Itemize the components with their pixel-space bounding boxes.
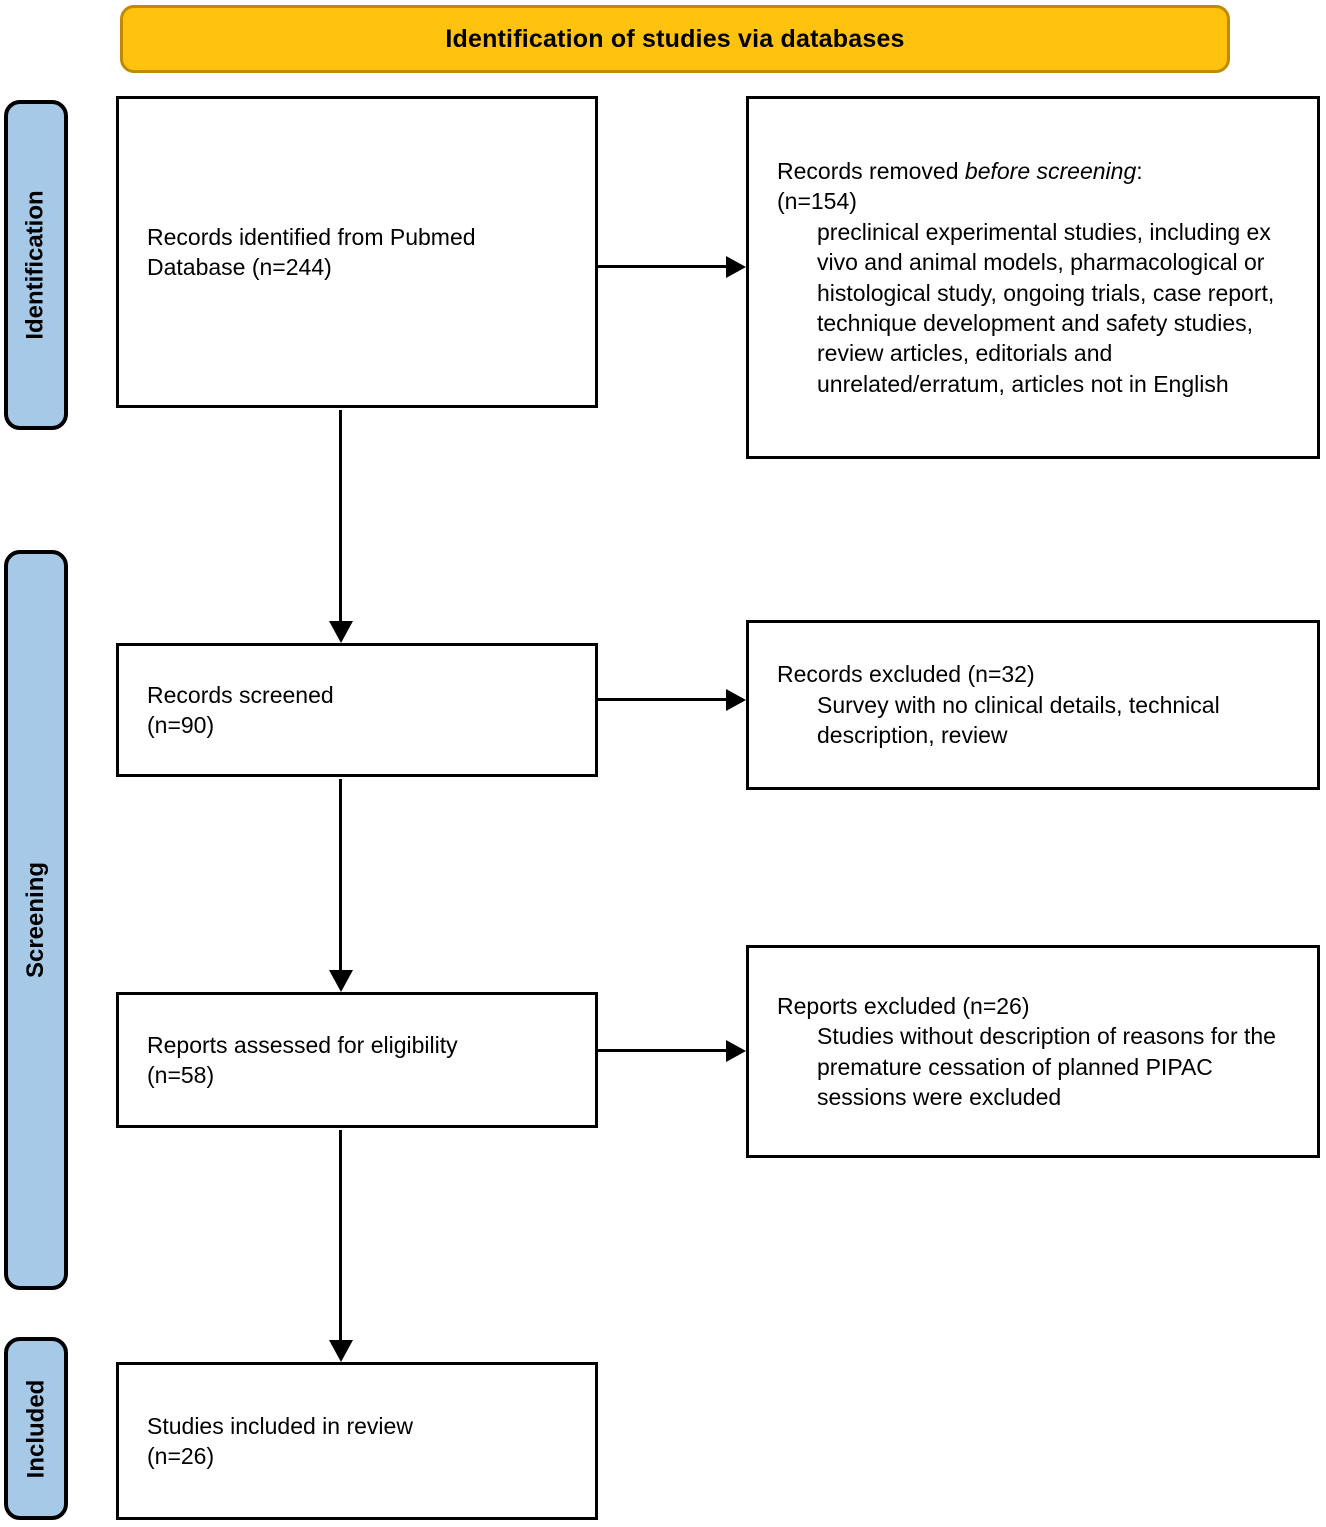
box-records-excluded-heading: Records excluded (n=32) [777,661,1035,688]
box-records-removed-heading-italic: before screening [964,158,1137,185]
diagram-header-banner: Identification of studies via databases [120,5,1230,73]
stage-label-included: Included [4,1337,68,1520]
box-records-screened-line1: Records screened [147,681,334,708]
box-records-removed-reasons: preclinical experimental studies, includ… [817,218,1275,397]
box-reports-excluded: Reports excluded (n=26) Studies without … [746,945,1320,1158]
box-records-excluded-content: Records excluded (n=32) Survey with no c… [749,659,1317,750]
arrow-shaft [339,410,342,621]
arrow-head-down-icon [329,1340,353,1362]
stage-label-screening-text: Screening [22,861,50,979]
arrow-shaft [598,1049,726,1052]
box-records-removed-heading-suffix: : [1136,158,1143,185]
box-records-identified-content: Records identified from Pubmed Database … [119,222,595,283]
box-records-removed-count: (n=154) [777,188,857,215]
box-studies-included-content: Studies included in review (n=26) [119,1411,595,1472]
box-reports-excluded-content: Reports excluded (n=26) Studies without … [749,991,1317,1112]
banner-title: Identification of studies via databases [445,24,905,53]
box-studies-included-line1: Studies included in review [147,1412,413,1439]
box-records-excluded: Records excluded (n=32) Survey with no c… [746,620,1320,790]
box-records-removed-content: Records removed before screening: (n=154… [749,156,1317,399]
arrow-shaft [598,698,726,701]
box-reports-excluded-reasons: Studies without description of reasons f… [817,1023,1276,1110]
arrow-shaft [339,779,342,970]
box-reports-assessed-eligibility: Reports assessed for eligibility (n=58) [116,992,598,1128]
box-reports-assessed-eligibility-line2: (n=58) [147,1062,215,1088]
box-reports-assessed-eligibility-content: Reports assessed for eligibility (n=58) [119,1030,595,1091]
stage-label-identification: Identification [4,100,68,430]
arrow-head-down-icon [329,970,353,992]
box-records-identified-line1: Records identified from Pubmed [147,223,476,250]
stage-label-identification-text: Identification [22,190,49,340]
box-records-excluded-reasons: Survey with no clinical details, technic… [817,691,1220,749]
box-studies-included: Studies included in review (n=26) [116,1362,598,1520]
arrow-identified-to-removed [598,256,746,278]
arrow-head-right-icon [726,256,746,278]
box-records-removed: Records removed before screening: (n=154… [746,96,1320,459]
box-reports-assessed-eligibility-line1: Reports assessed for eligibility [147,1031,458,1058]
arrow-screened-to-eligibility [329,779,353,992]
box-records-screened-line2: (n=90) [147,712,215,738]
box-records-identified-line2: Database (n=244) [147,254,332,280]
box-records-screened: Records screened (n=90) [116,643,598,777]
stage-label-screening: Screening [4,550,68,1290]
arrow-shaft [339,1130,342,1340]
arrow-shaft [598,265,726,268]
arrow-head-right-icon [726,1040,746,1062]
box-studies-included-line2: (n=26) [147,1443,215,1469]
box-reports-excluded-heading: Reports excluded (n=26) [777,992,1030,1019]
arrow-eligibility-to-reports-excluded [598,1040,746,1062]
stage-label-included-text: Included [22,1379,50,1478]
box-records-removed-heading-prefix: Records removed [777,158,965,185]
arrow-eligibility-to-included [329,1130,353,1362]
arrow-head-right-icon [726,689,746,711]
box-records-screened-content: Records screened (n=90) [119,680,595,741]
arrow-identified-to-screened [329,410,353,643]
arrow-head-down-icon [329,621,353,643]
arrow-screened-to-records-excluded [598,689,746,711]
box-records-identified: Records identified from Pubmed Database … [116,96,598,408]
